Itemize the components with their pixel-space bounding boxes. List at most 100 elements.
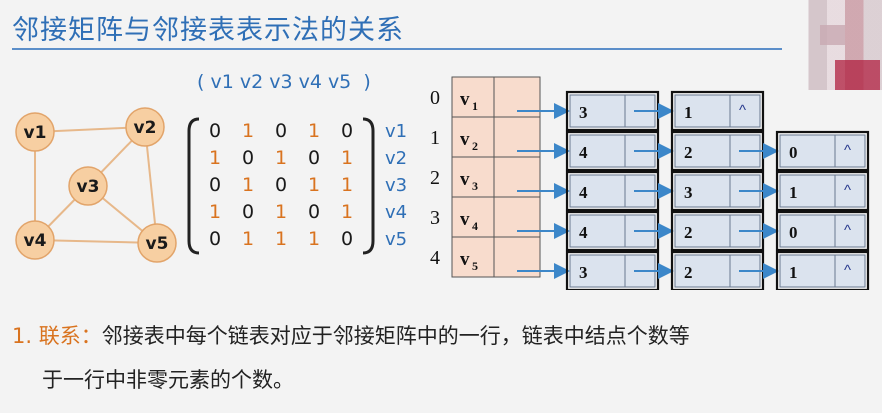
list-node-value-cell: [779, 134, 836, 168]
matrix-cell: 0: [275, 174, 287, 196]
relation-label: 1. 联系: [12, 324, 81, 348]
matrix-cell: 1: [242, 228, 254, 250]
head-vertex-name: v: [460, 169, 470, 190]
list-node-value-cell: [569, 174, 626, 208]
list-node-frame: [775, 250, 870, 290]
list-node-value: 2: [684, 223, 693, 242]
graph-node-label: v3: [77, 177, 100, 197]
graph-node-v3: [68, 166, 108, 206]
undirected-graph: v1 v2 v3 v4 v5: [15, 107, 177, 263]
blurred-watermark-block: [835, 60, 880, 90]
matrix-cell: 1: [308, 174, 320, 196]
matrix-cell: 1: [341, 174, 353, 196]
head-vertex-subscript: 2: [472, 139, 478, 153]
list-node-value: 2: [684, 263, 693, 282]
list-node-value: 3: [579, 103, 588, 122]
matrix-cell: 1: [275, 147, 287, 169]
list-node-value: 1: [684, 103, 693, 122]
matrix-row-label: v2: [385, 148, 407, 169]
matrix-cell: 0: [275, 120, 287, 142]
list-node-value-cell: [569, 134, 626, 168]
matrix-row-label: v5: [385, 229, 407, 250]
head-index: 1: [430, 127, 440, 149]
list-node-value: 4: [579, 183, 588, 202]
list-node-frame: [775, 210, 870, 252]
matrix-cell: 0: [341, 228, 353, 250]
list-node-value: 1: [789, 183, 798, 202]
graph-node-v2: [125, 107, 165, 147]
null-pointer-symbol: ^: [844, 182, 851, 199]
head-index: 0: [430, 87, 440, 109]
page-title: 邻接矩阵与邻接表表示法的关系: [12, 15, 404, 46]
null-pointer-symbol: ^: [844, 142, 851, 159]
list-node-value: 3: [684, 183, 693, 202]
matrix-cell: 0: [209, 174, 221, 196]
list-node-value-cell: [779, 174, 836, 208]
head-vertex-cell: [451, 156, 495, 198]
list-node-value: 4: [579, 223, 588, 242]
list-node-value-cell: [779, 254, 836, 288]
list-node-value-cell: [674, 94, 731, 128]
graph-node-label: v4: [24, 231, 47, 251]
list-node-value-cell: [569, 214, 626, 248]
title-divider: [12, 48, 782, 50]
relation-line-2: 于一行中非零元素的个数。: [42, 364, 294, 394]
matrix-cell: 1: [308, 228, 320, 250]
graph-node-v5: [137, 223, 177, 263]
matrix-cell: 1: [275, 201, 287, 223]
null-pointer-symbol: ^: [739, 102, 746, 119]
matrix-cell: 0: [308, 201, 320, 223]
matrix-cell: 1: [242, 120, 254, 142]
graph-node-label: v1: [24, 123, 47, 143]
matrix-cell: 0: [242, 147, 254, 169]
list-node-frame: [775, 170, 870, 212]
head-vertex-name: v: [460, 249, 470, 270]
list-node-frame: [670, 90, 765, 132]
graph-edge: [34, 239, 158, 244]
graph-node-v1: [15, 112, 55, 152]
matrix-cell: 1: [209, 147, 221, 169]
head-vertex-name: v: [460, 129, 470, 150]
head-index: 2: [430, 167, 440, 189]
list-node-next-cell: [834, 174, 866, 208]
head-vertex-name: v: [460, 89, 470, 110]
graph-node-label: v5: [146, 234, 169, 254]
list-node-next-cell: [834, 214, 866, 248]
matrix-cell: 0: [341, 120, 353, 142]
blurred-watermark-block: [820, 25, 845, 45]
graph-node-label: v2: [134, 118, 157, 138]
list-node-next-cell: [729, 94, 761, 128]
null-pointer-symbol: ^: [844, 222, 851, 239]
matrix-cell: 1: [209, 201, 221, 223]
matrix-cell: 1: [308, 120, 320, 142]
head-vertex-cell: [451, 76, 495, 118]
head-vertex-cell: [451, 116, 495, 158]
list-node-value: 0: [789, 143, 798, 162]
list-node-value-cell: [569, 94, 626, 128]
matrix-right-bracket: [362, 117, 375, 255]
matrix-cell: 0: [209, 228, 221, 250]
matrix-cell: 1: [341, 147, 353, 169]
matrix-row-label: v1: [385, 121, 407, 142]
matrix-left-bracket: [187, 117, 200, 255]
matrix-column-header: ( v1 v2 v3 v4 v5 ): [197, 71, 371, 93]
matrix-cell: 1: [341, 201, 353, 223]
list-node-value: 2: [684, 143, 693, 162]
list-node-value-cell: [674, 174, 731, 208]
matrix-cell: 1: [275, 228, 287, 250]
list-node-next-cell: [834, 254, 866, 288]
list-node-value: 4: [579, 143, 588, 162]
relation-colon: ：: [80, 324, 102, 348]
relation-line-1: 1. 联系：邻接表中每个链表对应于邻接矩阵中的一行，链表中结点个数等: [12, 320, 690, 350]
matrix-row-label: v3: [385, 175, 407, 196]
relation-text-1: 邻接表中每个链表对应于邻接矩阵中的一行，链表中结点个数等: [101, 324, 690, 348]
matrix-cell: 0: [209, 120, 221, 142]
matrix-cell: 0: [308, 147, 320, 169]
head-vertex-subscript: 4: [472, 219, 478, 233]
matrix-cell: 0: [242, 201, 254, 223]
null-pointer-symbol: ^: [844, 262, 851, 279]
list-node-value: 1: [789, 263, 798, 282]
head-index: 4: [430, 247, 440, 269]
